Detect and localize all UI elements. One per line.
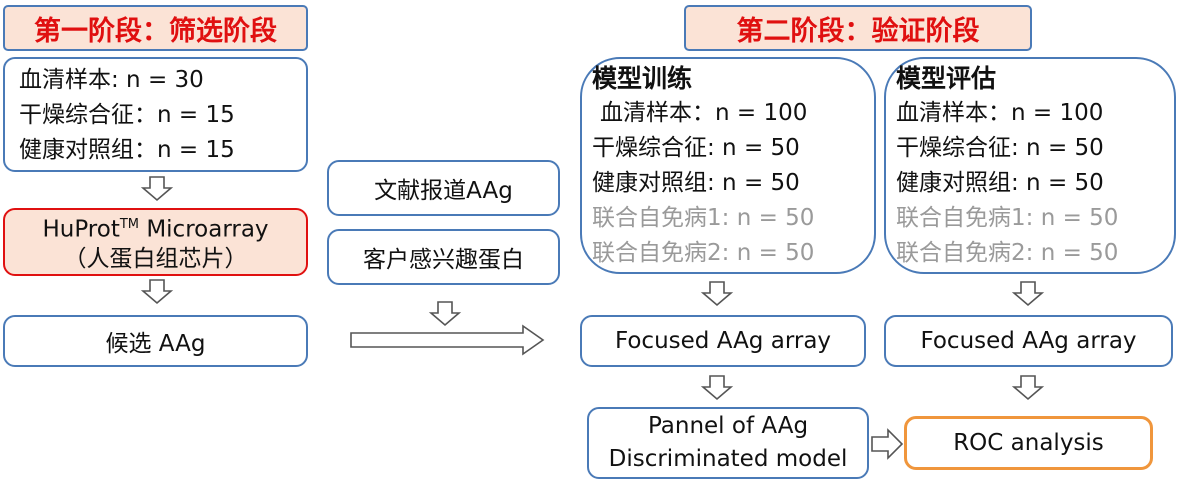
training-line: 健康对照组: n = 50 bbox=[592, 170, 800, 196]
stage1-sample-line: 健康对照组：n = 15 bbox=[19, 137, 235, 163]
microarray-box: HuProtTM Microarray （人蛋白组芯片） bbox=[3, 208, 308, 276]
down-arrow-focused-right bbox=[1011, 375, 1045, 401]
focused-array-left-label: Focused AAg array bbox=[614, 328, 832, 354]
training-line: 血清样本：n = 100 bbox=[600, 100, 808, 126]
literature-box: 文献报道AAg bbox=[327, 160, 560, 216]
stage1-sample-line: 干燥综合征：n = 15 bbox=[19, 102, 235, 128]
stage1-title-box: 第一阶段：筛选阶段 bbox=[3, 5, 308, 51]
down-arrow-evaluation bbox=[1011, 281, 1045, 307]
training-box: 模型训练 血清样本：n = 100 干燥综合征: n = 50 健康对照组: n… bbox=[580, 57, 876, 274]
focused-array-right-label: Focused AAg array bbox=[920, 328, 1137, 354]
microarray-line1: HuProtTM Microarray bbox=[42, 210, 268, 245]
down-arrow-focused-left bbox=[700, 375, 734, 401]
evaluation-grey-line: 联合自免病2: n = 50 bbox=[896, 240, 1119, 266]
candidate-box: 候选 AAg bbox=[3, 315, 308, 367]
customer-box: 客户感兴趣蛋白 bbox=[327, 229, 560, 285]
stage1-samples-box: 血清样本: n = 30 干燥综合征：n = 15 健康对照组：n = 15 bbox=[3, 57, 308, 172]
panel-box: Pannel of AAg Discriminated model bbox=[587, 407, 869, 479]
microarray-line2: （人蛋白组芯片） bbox=[63, 246, 248, 273]
focused-array-left-box: Focused AAg array bbox=[580, 315, 866, 367]
panel-line1: Pannel of AAg bbox=[647, 413, 809, 439]
microarray-suffix: Microarray bbox=[139, 216, 269, 243]
right-arrow-long bbox=[350, 324, 545, 356]
training-head: 模型训练 bbox=[592, 64, 693, 93]
down-arrow-middle bbox=[428, 301, 462, 327]
right-arrow-panel-roc bbox=[871, 428, 904, 460]
literature-label: 文献报道AAg bbox=[374, 178, 513, 204]
evaluation-box: 模型评估 血清样本：n = 100 干燥综合征: n = 50 健康对照组: n… bbox=[884, 57, 1176, 274]
down-arrow-training bbox=[700, 281, 734, 307]
stage2-title-box: 第二阶段：验证阶段 bbox=[684, 5, 1032, 51]
evaluation-line: 血清样本：n = 100 bbox=[896, 100, 1104, 126]
candidate-label: 候选 AAg bbox=[105, 331, 206, 357]
training-grey-line: 联合自免病2: n = 50 bbox=[592, 240, 815, 266]
stage2-title: 第二阶段：验证阶段 bbox=[736, 15, 980, 47]
customer-label: 客户感兴趣蛋白 bbox=[363, 247, 524, 273]
microarray-name: HuProt bbox=[42, 216, 120, 243]
stage1-sample-line: 血清样本: n = 30 bbox=[19, 67, 204, 93]
trademark-sup: TM bbox=[119, 216, 140, 232]
roc-box: ROC analysis bbox=[904, 416, 1153, 470]
roc-label: ROC analysis bbox=[953, 430, 1104, 456]
panel-line2: Discriminated model bbox=[608, 446, 848, 472]
evaluation-line: 干燥综合征: n = 50 bbox=[896, 135, 1104, 161]
training-grey-line: 联合自免病1: n = 50 bbox=[592, 205, 815, 231]
down-arrow-1 bbox=[140, 176, 174, 202]
evaluation-grey-line: 联合自免病1: n = 50 bbox=[896, 205, 1119, 231]
evaluation-line: 健康对照组: n = 50 bbox=[896, 170, 1104, 196]
training-line: 干燥综合征: n = 50 bbox=[592, 135, 800, 161]
stage1-title: 第一阶段：筛选阶段 bbox=[34, 15, 277, 47]
focused-array-right-box: Focused AAg array bbox=[884, 315, 1173, 367]
evaluation-head: 模型评估 bbox=[896, 64, 997, 93]
down-arrow-2 bbox=[140, 279, 174, 305]
